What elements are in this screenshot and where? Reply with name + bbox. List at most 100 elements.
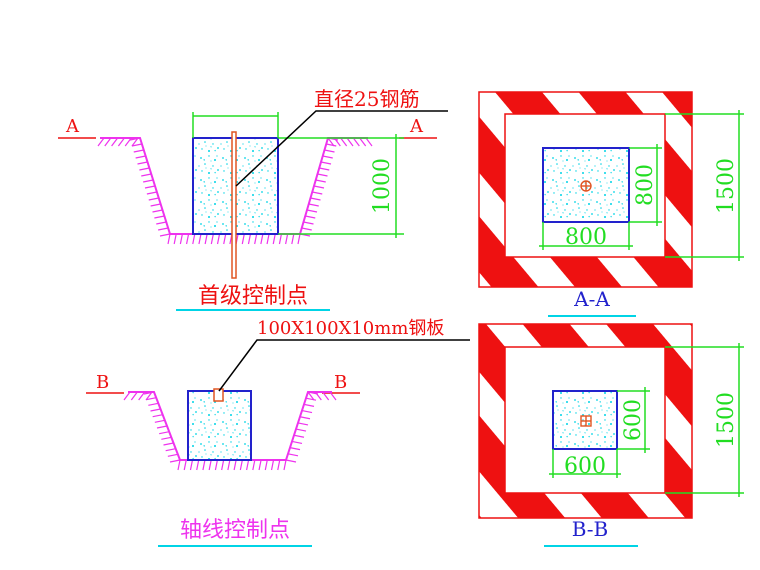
soil-hatch-line: [154, 419, 165, 423]
soil-hatch-line: [146, 191, 157, 195]
soil-hatch-line: [202, 459, 206, 471]
soil-hatch-line: [258, 459, 262, 471]
soil-hatch-line: [308, 203, 319, 207]
soil-hatch-line: [143, 391, 155, 395]
soil-hatch-line: [179, 233, 183, 245]
soil-hatch-line: [185, 233, 190, 245]
soil-hatch-line: [303, 221, 314, 225]
soil-hatch-line: [131, 137, 139, 147]
soil-hatch-line: [167, 233, 171, 245]
soil-hatch-line: [208, 459, 212, 471]
plan-a-inner-height-dimension: [629, 144, 662, 226]
soil-hatch-line: [365, 137, 373, 147]
soil-hatch-line: [146, 397, 157, 401]
soil-hatch-line: [150, 408, 161, 412]
soil-hatch-line: [198, 233, 202, 245]
primary-control-point-caption: 首级控制点: [198, 284, 308, 309]
soil-hatch-line: [317, 173, 328, 177]
soil-hatch-line: [285, 233, 289, 245]
soil-hatch-line: [133, 149, 144, 153]
soil-hatch-line: [159, 431, 170, 435]
soil-hatch-line: [233, 459, 237, 471]
survey-mark-a-icon: [580, 180, 592, 192]
rod-callout-leader: [235, 110, 448, 187]
plan-b-inner-width-dimension: [549, 449, 621, 478]
soil-hatch-line: [329, 391, 337, 401]
soil-hatch-line: [326, 143, 337, 147]
soil-hatch-line: [227, 459, 231, 471]
soil-hatch-line: [137, 161, 148, 165]
plan-b-outer-height-label: 1500: [714, 392, 739, 448]
soil-hatch-line: [156, 221, 167, 225]
soil-hatch-line: [283, 459, 287, 471]
soil-hatch-line: [138, 391, 146, 401]
soil-hatch-line: [169, 459, 181, 463]
soil-hatch-line: [291, 440, 303, 445]
soil-hatch-line: [111, 137, 119, 147]
soil-hatch-line: [152, 414, 163, 418]
soil-hatch-line: [156, 425, 168, 429]
soil-hatch-line: [223, 233, 227, 245]
soil-hatch-line: [210, 233, 214, 245]
soil-hatch-line: [313, 185, 325, 189]
soil-hatch-line: [272, 233, 276, 245]
axis-control-point-caption: 轴线控制点: [180, 518, 290, 543]
soil-hatch-line: [289, 447, 301, 451]
soil-hatch-line: [297, 422, 309, 426]
soil-hatch-line: [270, 459, 275, 471]
soil-hatch-line: [214, 459, 219, 471]
plan-b-inner-width-label: 600: [564, 454, 606, 479]
soil-hatch-line: [196, 459, 200, 471]
plan-a-inner-width-label: 800: [565, 225, 607, 250]
soil-hatch-line: [131, 143, 142, 147]
soil-hatch-line: [260, 233, 264, 245]
soil-hatch-line: [307, 391, 315, 401]
soil-hatch-line: [346, 137, 354, 147]
soil-hatch-line: [333, 137, 341, 147]
soil-hatch-line: [158, 227, 169, 231]
plan-b-inner-height-label: 600: [621, 399, 646, 441]
soil-hatch-line: [301, 227, 312, 231]
soil-hatch-line: [216, 233, 221, 245]
soil-hatch-line: [129, 137, 141, 141]
plan-view-b: 600 600 1500 B-B: [478, 323, 744, 547]
soil-hatch-line: [165, 448, 176, 452]
block-width-dimension-a: [192, 112, 279, 138]
soil-hatch-line: [177, 459, 181, 471]
survey-mark-b-icon: [580, 415, 592, 427]
soil-hatch-line: [183, 459, 187, 471]
soil-hatch-line: [340, 137, 348, 147]
plan-b-outer-height-dimension: [665, 343, 744, 497]
steel-plate: [213, 388, 224, 402]
soil-hatch-line: [287, 453, 299, 457]
soil-hatch-line: [314, 391, 322, 401]
soil-hatch-line: [135, 155, 146, 159]
soil-hatch-line: [204, 233, 208, 245]
soil-hatch-line: [293, 434, 305, 438]
soil-hatch-line: [306, 209, 318, 213]
height-dimension-a: [278, 134, 404, 238]
soil-hatch-line: [277, 459, 281, 471]
soil-hatch-line: [148, 197, 159, 201]
soil-hatch-line: [245, 459, 250, 471]
soil-hatch-line: [139, 167, 150, 171]
plan-a-outer-height-dimension: [665, 110, 744, 261]
soil-hatch-line: [221, 459, 225, 471]
soil-hatch-line: [252, 459, 256, 471]
soil-hatch-line: [161, 436, 172, 440]
soil-hatch-line: [173, 233, 177, 245]
section-mark-a-left: A: [65, 116, 80, 137]
soil-hatch-line: [123, 391, 131, 401]
soil-hatch-line: [352, 137, 360, 147]
soil-hatch-line: [278, 233, 283, 245]
soil-hatch-line: [305, 215, 316, 219]
plate-callout-label: 100X100X10mm钢板: [257, 318, 444, 339]
section-mark-b-left: B: [96, 372, 109, 393]
soil-hatch-line: [239, 459, 243, 471]
soil-hatch-line: [295, 428, 307, 432]
soil-hatch-line: [192, 233, 196, 245]
soil-hatch-line: [359, 137, 367, 147]
soil-hatch-line: [150, 203, 161, 207]
soil-hatch-line: [291, 233, 295, 245]
